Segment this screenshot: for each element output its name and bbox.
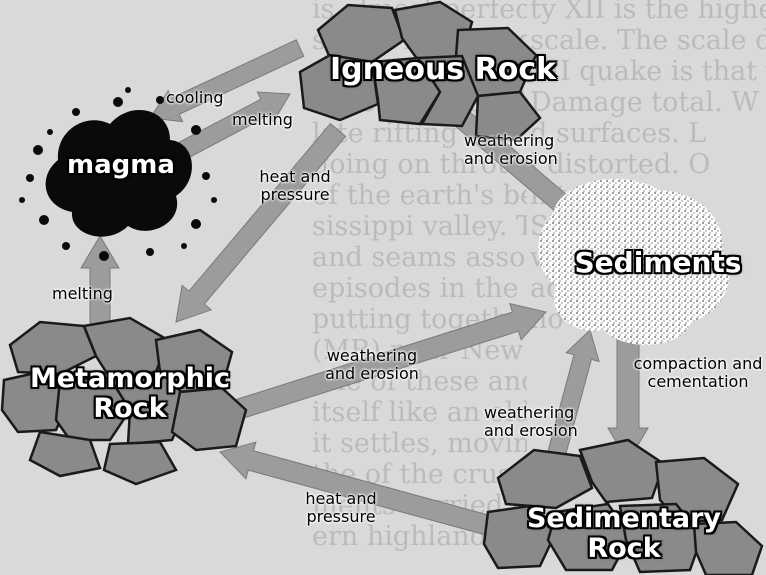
heat-pressure-label-bottom: heat and pressure (296, 490, 386, 526)
metamorphic-rock-label-line1: Metamorphic (29, 363, 231, 394)
background-text-line: scale. The scale de (530, 25, 766, 56)
weathering-erosion-label-middle-line2: and erosion (325, 364, 419, 383)
background-text-line: d surfaces. L (530, 118, 707, 149)
background-text-line: sissippi valley. There are old (312, 211, 527, 242)
arrow-cooling (149, 39, 305, 123)
sedimentary-rock-label: Sedimentary Rock (496, 504, 752, 564)
compaction-cementation-label: compaction and cementation (632, 355, 764, 391)
arrow-weathering-sedimentary-to-sediments (546, 329, 600, 459)
compaction-cementation-label-line1: compaction and (633, 354, 763, 373)
arrow-heat-sedimentary-to-metamorphic (219, 441, 524, 545)
weathering-erosion-label-middle-line1: weathering (326, 346, 418, 365)
process-arrows (80, 39, 649, 545)
metamorphic-rock-label-line2: Rock (93, 393, 167, 424)
sediments-label: Sediments (574, 246, 742, 279)
weathering-erosion-label-top: weathering and erosion (464, 132, 558, 168)
background-text-line: of the earth's beneath (312, 180, 527, 211)
igneous-rock-cluster (298, 0, 542, 142)
background-text-line: ty XII is the highest (530, 0, 766, 25)
cooling-label: cooling (166, 88, 224, 107)
igneous-rock-label: Igneous Rock (330, 52, 557, 87)
melting-label-left: melting (52, 284, 113, 303)
arrow-melting-metamorphic-to-magma (80, 235, 120, 331)
weathering-erosion-label-lower-line2: and erosion (484, 421, 578, 440)
weathering-erosion-label-lower: weathering and erosion (484, 404, 578, 440)
weathering-erosion-label-top-line1: weathering (464, 131, 555, 150)
weathering-erosion-label-lower-line1: weathering (484, 403, 575, 422)
background-text-line: l distorted. O (530, 149, 711, 180)
background-text-line: XII quake is that v (530, 56, 766, 87)
background-text-line: and seams associated with earlier (312, 242, 527, 273)
compaction-cementation-label-line2: cementation (647, 372, 749, 391)
sedimentary-rock-label-line1: Sedimentary (526, 503, 722, 534)
background-text-line: itself like an old house (312, 397, 527, 428)
metamorphic-rock-label: Metamorphic Rock (0, 364, 260, 424)
melting-label-top: melting (232, 110, 293, 129)
magma-label: magma (67, 150, 175, 180)
arrow-weathering-metamorphic-to-sediments (232, 302, 547, 421)
background-text-line: it settles, moving to compensate for (312, 428, 527, 459)
magma-blob (19, 87, 217, 261)
sediments-cloud (538, 178, 730, 345)
arrow-compaction-sediments-to-sedimentary (607, 329, 649, 463)
heat-pressure-label-center-line1: heat and (259, 167, 331, 186)
heat-pressure-label-center: heat and pressure (250, 168, 340, 204)
background-text-line: episodes in the breaking apart in (312, 273, 527, 304)
arrow-heat-igneous-to-metamorphic (175, 122, 347, 323)
heat-pressure-label-bottom-line1: heat and (305, 489, 377, 508)
heat-pressure-label-bottom-line2: pressure (306, 507, 376, 526)
background-text-line: Damage total. W (530, 87, 759, 118)
sedimentary-rock-label-line2: Rock (587, 533, 661, 564)
sedimentary-rock-cluster (482, 438, 764, 575)
weathering-erosion-label-top-line2: and erosion (464, 149, 558, 168)
metamorphic-rock-cluster (0, 316, 248, 486)
heat-pressure-label-center-line2: pressure (260, 185, 330, 204)
weathering-erosion-label-middle: weathering and erosion (312, 347, 432, 383)
